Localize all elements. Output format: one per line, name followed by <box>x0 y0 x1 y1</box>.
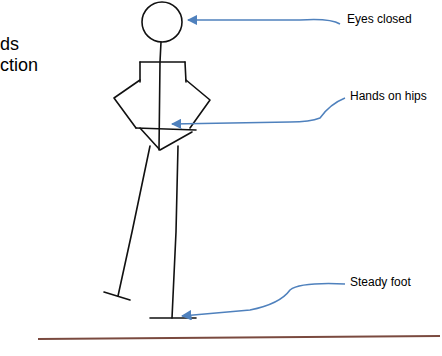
spine <box>159 42 161 150</box>
ground-line <box>38 336 440 339</box>
shoulders <box>140 61 185 63</box>
raised-leg <box>118 146 150 296</box>
leader-arrows <box>172 20 345 317</box>
stick-figure <box>104 2 210 318</box>
cropped-text: ds <box>0 35 19 55</box>
raised-foot <box>104 292 130 300</box>
pelvis <box>140 128 192 150</box>
steady-foot <box>150 317 196 319</box>
arms <box>114 80 210 128</box>
standing-leg <box>172 146 178 318</box>
foot-arrow <box>182 284 345 316</box>
cropped-text: ction <box>0 56 38 76</box>
callout-label: Eyes closed <box>347 13 412 26</box>
callout-label: Steady foot <box>350 276 411 289</box>
head <box>142 2 182 42</box>
hips-arrow <box>172 98 345 124</box>
hip-line <box>136 128 196 130</box>
upper-arms <box>140 62 186 82</box>
callout-label: Hands on hips <box>350 90 427 103</box>
eyes-arrow <box>188 20 340 25</box>
